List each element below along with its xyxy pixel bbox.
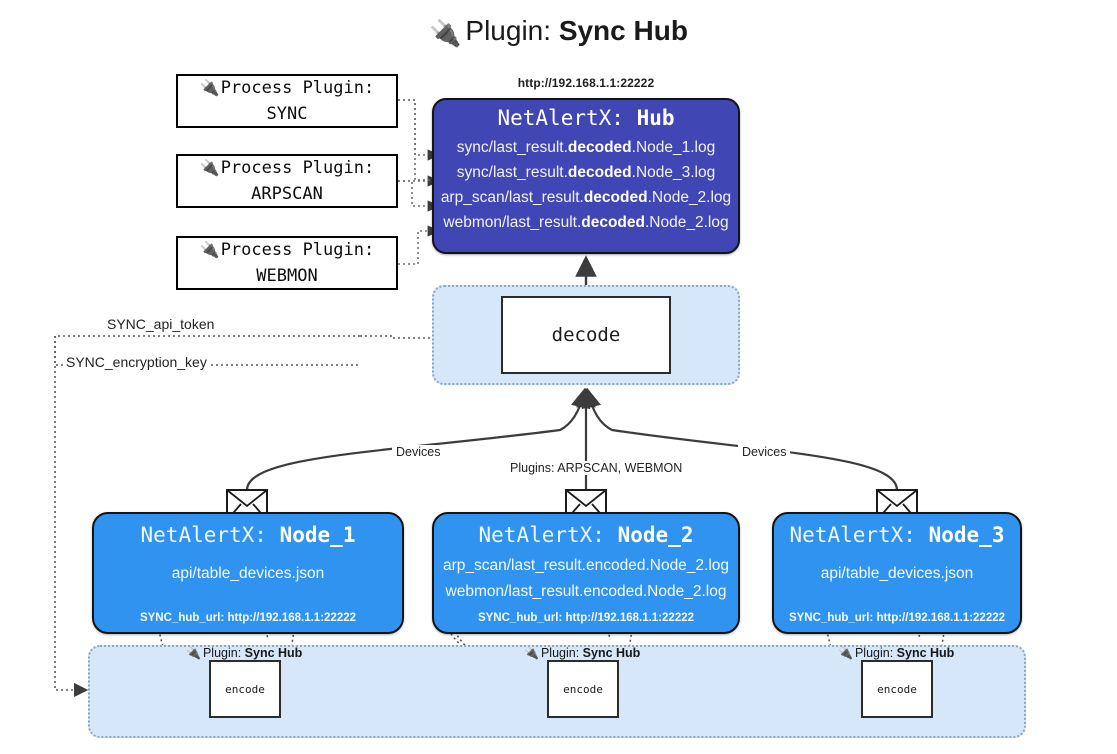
plug-icon: 🔌 (199, 240, 220, 259)
node-lines: api/table_devices.json (774, 561, 1020, 587)
encoder-plugin-label-2: 🔌Plugin: Sync Hub (524, 646, 641, 660)
process-plugin-webmon[interactable]: 🔌Process Plugin: WEBMON (176, 236, 398, 290)
node-name-label: Node_1 (279, 523, 356, 547)
node-hub-url: SYNC_hub_url: http://192.168.1.1:22222 (139, 612, 357, 624)
node-app-label: NetAlertX: (478, 523, 605, 547)
node-lines: api/table_devices.json (94, 561, 402, 587)
decode-box[interactable]: decode (501, 296, 671, 374)
node-name-label: Node_2 (617, 523, 694, 547)
plug-icon: 🔌 (199, 158, 220, 177)
encode-box-3[interactable]: encode (861, 660, 933, 718)
plug-icon: 🔌 (838, 646, 853, 660)
process-plugin-arpscan[interactable]: 🔌Process Plugin: ARPSCAN (176, 154, 398, 208)
node-line: api/table_devices.json (171, 565, 325, 582)
node-title: NetAlertX: Node_2 (434, 523, 738, 547)
node-name-label: Node_3 (928, 523, 1005, 547)
sync-api-token-label: SYNC_api_token (104, 316, 218, 332)
hub-title: NetAlertX: Hub (434, 106, 738, 130)
page-title-label: Plugin: (465, 15, 552, 46)
hub-log-rows: sync/last_result.decoded.Node_1.log sync… (434, 135, 738, 235)
hub-node[interactable]: NetAlertX: Hub sync/last_result.decoded.… (432, 98, 740, 254)
node-hub-url: SYNC_hub_url: http://192.168.1.1:22222 (477, 612, 695, 624)
node-line: api/table_devices.json (820, 565, 974, 582)
node-title: NetAlertX: Node_3 (774, 523, 1020, 547)
process-plugin-name: WEBMON (256, 266, 318, 286)
hub-url-label: http://192.168.1.1:22222 (517, 76, 655, 90)
hub-log-row: sync/last_result.decoded.Node_1.log (456, 139, 716, 156)
encode-box-1[interactable]: encode (209, 660, 281, 718)
hub-app-label: NetAlertX: (497, 106, 624, 130)
plug-icon: 🔌 (199, 78, 220, 97)
edge-label-devices-right: Devices (738, 445, 791, 459)
page-title: 🔌Plugin: Sync Hub (0, 14, 1117, 50)
hub-log-row: sync/last_result.decoded.Node_3.log (456, 164, 716, 181)
encoder-plugin-label-3: 🔌Plugin: Sync Hub (838, 646, 955, 660)
sync-encryption-key-label: SYNC_encryption_key (63, 354, 210, 370)
encoder-plugin-label-1: 🔌Plugin: Sync Hub (186, 646, 303, 660)
process-plugin-label: Process Plugin: (220, 78, 375, 98)
node-2[interactable]: NetAlertX: Node_2 arp_scan/last_result.e… (432, 512, 740, 634)
node-app-label: NetAlertX: (140, 523, 267, 547)
node-title: NetAlertX: Node_1 (94, 523, 402, 547)
node-line: arp_scan/last_result.encoded.Node_2.log (442, 557, 730, 574)
node-hub-url: SYNC_hub_url: http://192.168.1.1:22222 (788, 612, 1006, 624)
plug-icon: 🔌 (186, 646, 201, 660)
node-app-label: NetAlertX: (789, 523, 916, 547)
page-title-name: Sync Hub (558, 15, 688, 46)
node-lines: arp_scan/last_result.encoded.Node_2.log … (434, 553, 738, 605)
node-3[interactable]: NetAlertX: Node_3 api/table_devices.json… (772, 512, 1022, 634)
process-plugin-name: SYNC (266, 104, 308, 124)
node-line: webmon/last_result.encoded.Node_2.log (445, 583, 727, 600)
process-plugin-sync[interactable]: 🔌Process Plugin: SYNC (176, 74, 398, 128)
hub-log-row: webmon/last_result.decoded.Node_2.log (443, 214, 729, 231)
plug-icon: 🔌 (429, 18, 462, 48)
hub-name-label: Hub (636, 106, 675, 130)
process-plugin-name: ARPSCAN (251, 184, 323, 204)
hub-log-row: arp_scan/last_result.decoded.Node_2.log (440, 189, 732, 206)
process-plugin-label: Process Plugin: (220, 240, 375, 260)
edge-label-devices-left: Devices (392, 445, 445, 459)
process-plugin-label: Process Plugin: (220, 158, 375, 178)
node-1[interactable]: NetAlertX: Node_1 api/table_devices.json… (92, 512, 404, 634)
edge-label-plugins: Plugins: ARPSCAN, WEBMON (506, 461, 687, 475)
encode-box-2[interactable]: encode (547, 660, 619, 718)
plug-icon: 🔌 (524, 646, 539, 660)
